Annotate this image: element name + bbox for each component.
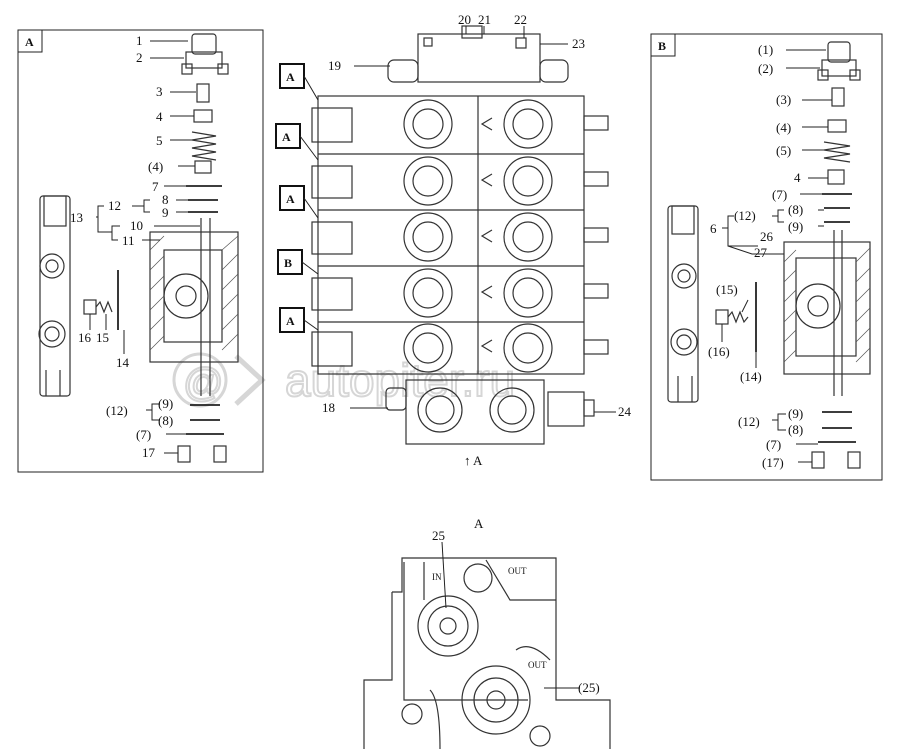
callout-a-7: 7 (152, 179, 159, 194)
callout-a-17: 17 (142, 445, 156, 460)
panel-a-spool-parts (177, 33, 229, 463)
bottom-view-a: A IN OUT OUT 25 (25) (363, 516, 611, 749)
callout-c-18: 18 (322, 400, 335, 415)
callout-a-8: 8 (162, 192, 169, 207)
panel-a-tag: A (25, 35, 34, 49)
callout-b-4: (4) (776, 120, 791, 135)
panel-a-section-body (149, 231, 239, 363)
callout-a-8b: (8) (158, 413, 173, 428)
callout-b-4b: 4 (794, 170, 801, 185)
callout-a-7b: (7) (136, 427, 151, 442)
callout-b-7b: (7) (766, 437, 781, 452)
callout-b-8b: (8) (788, 422, 803, 437)
callout-c-23: 23 (572, 36, 585, 51)
callout-a-2: 2 (136, 50, 143, 65)
callout-b-9: (9) (788, 219, 803, 234)
callout-b-14: (14) (740, 369, 762, 384)
port-label-out-1: OUT (508, 566, 527, 576)
port-label-out-2: OUT (528, 660, 547, 670)
center-leaders (350, 26, 616, 413)
callout-c-21: 21 (478, 12, 491, 27)
callout-a-4b: (4) (148, 159, 163, 174)
callout-b-3: (3) (776, 92, 791, 107)
callout-b-5: (5) (776, 143, 791, 158)
callout-b-16: (16) (708, 344, 730, 359)
callout-b-27: 27 (754, 245, 768, 260)
panel-a-callouts: 1 2 3 4 5 (4) 7 8 9 10 11 12 13 14 15 16… (70, 33, 173, 460)
callout-b-9b: (9) (788, 406, 803, 421)
panel-b-side-view (667, 205, 757, 403)
callout-b-6: 6 (710, 221, 717, 236)
svg-text:@: @ (183, 361, 224, 405)
section-tag-3: A (286, 192, 295, 206)
callout-a-3: 3 (156, 84, 163, 99)
callout-a-16: 16 (78, 330, 92, 345)
callout-a-5: 5 (156, 133, 163, 148)
callout-c-22: 22 (514, 12, 527, 27)
section-tag-2: A (282, 130, 291, 144)
callout-a-10: 10 (130, 218, 143, 233)
callout-a-12b: (12) (106, 403, 128, 418)
callout-a-4: 4 (156, 109, 163, 124)
center-section-ports (311, 99, 609, 373)
panel-a-side-view (38, 195, 119, 397)
callout-b-7: (7) (772, 187, 787, 202)
view-arrow-a: ↑ A (464, 453, 483, 468)
callout-b-12: (12) (734, 208, 756, 223)
callout-a-11: 11 (122, 233, 135, 248)
section-tag-5: A (286, 314, 295, 328)
panel-b-leaders (721, 49, 832, 463)
center-valve-assembly: A A A B A 20 21 22 23 19 18 (275, 12, 632, 468)
callout-a-1: 1 (136, 33, 143, 48)
section-tag-4: B (284, 256, 292, 270)
callout-b-1: (1) (758, 42, 773, 57)
callout-c-19: 19 (328, 58, 341, 73)
callout-b-15: (15) (716, 282, 738, 297)
callout-a-13: 13 (70, 210, 83, 225)
panel-b: B (650, 33, 883, 481)
callout-a-14: 14 (116, 355, 130, 370)
callout-a-9: 9 (162, 205, 169, 220)
panel-b-callouts: (1) (2) (3) (4) (5) 4 (7) (8) (9) (12) 6… (708, 42, 803, 470)
panel-b-tag: B (658, 39, 666, 53)
callout-a-15: 15 (96, 330, 109, 345)
section-tag-1: A (286, 70, 295, 84)
panel-b-spool-parts (811, 41, 861, 469)
callout-b-2: (2) (758, 61, 773, 76)
panel-a-leaders (89, 40, 200, 454)
callout-a-9b: (9) (158, 396, 173, 411)
center-callouts: 20 21 22 23 19 18 24 ↑ A (322, 12, 632, 468)
panel-a: A (17, 29, 264, 473)
port-label-in: IN (432, 572, 442, 582)
callout-bottom-25b: (25) (578, 680, 600, 695)
callout-b-26: 26 (760, 229, 774, 244)
bottom-view-title: A (474, 516, 484, 531)
callout-b-17: (17) (762, 455, 784, 470)
callout-bottom-25: 25 (432, 528, 445, 543)
callout-c-24: 24 (618, 404, 632, 419)
callout-b-8: (8) (788, 202, 803, 217)
callout-b-12b: (12) (738, 414, 760, 429)
callout-c-20: 20 (458, 12, 471, 27)
center-section-dividers (318, 153, 584, 323)
callout-a-12: 12 (108, 198, 121, 213)
center-section-tags: A A A B A (275, 63, 319, 333)
panel-b-section-body (783, 241, 871, 375)
